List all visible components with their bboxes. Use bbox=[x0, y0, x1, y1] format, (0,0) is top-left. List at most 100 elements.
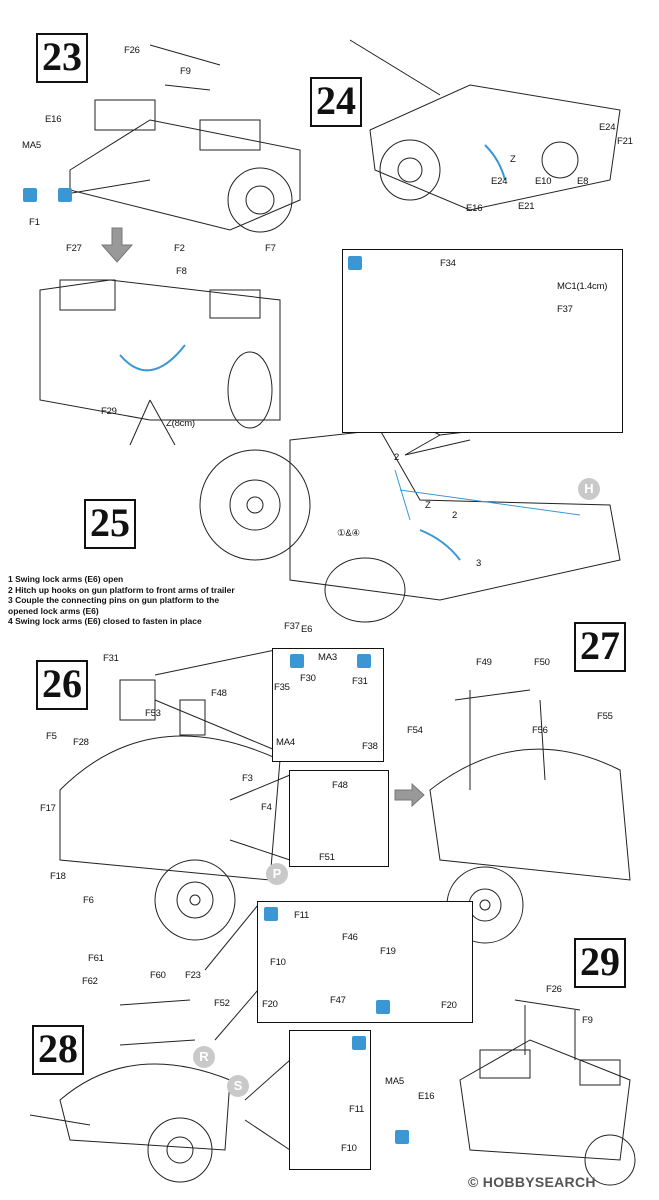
marker-h: H bbox=[578, 478, 600, 500]
part-label: F11 bbox=[294, 910, 310, 921]
marker-p: P bbox=[266, 863, 288, 885]
part-label: E16 bbox=[466, 203, 483, 214]
step-number-29: 29 bbox=[574, 938, 626, 988]
cut-icon bbox=[376, 1000, 390, 1014]
part-label: MA4 bbox=[276, 737, 295, 748]
step-number-27: 27 bbox=[574, 622, 626, 672]
part-label: F54 bbox=[407, 725, 423, 736]
part-label: 2 bbox=[394, 452, 400, 463]
marker-r: R bbox=[193, 1046, 215, 1068]
step-25-detail-box bbox=[342, 249, 623, 433]
step-number-26: 26 bbox=[36, 660, 88, 710]
step-number-28: 28 bbox=[32, 1025, 84, 1075]
instruction-line: 3 Couple the connecting pins on gun plat… bbox=[8, 595, 220, 605]
step-number-23: 23 bbox=[36, 33, 88, 83]
part-label: 2 bbox=[452, 510, 458, 521]
part-label: F5 bbox=[46, 731, 57, 742]
part-label: MC1(1.4cm) bbox=[557, 281, 608, 292]
part-label: F60 bbox=[150, 970, 166, 981]
part-label: F23 bbox=[185, 970, 201, 981]
part-label: F31 bbox=[352, 676, 368, 687]
part-label: F48 bbox=[332, 780, 348, 791]
part-label: F37 bbox=[557, 304, 573, 315]
part-label: F20 bbox=[441, 1000, 457, 1011]
part-label: F46 bbox=[342, 932, 358, 943]
part-label: F61 bbox=[88, 953, 104, 964]
glue-icon bbox=[264, 907, 278, 921]
part-label: Z(8cm) bbox=[166, 418, 195, 429]
part-label: F26 bbox=[546, 984, 562, 995]
part-label: E24 bbox=[599, 122, 616, 133]
part-label: F28 bbox=[73, 737, 89, 748]
part-label: E21 bbox=[518, 201, 535, 212]
part-label: F3 bbox=[242, 773, 253, 784]
part-label: F8 bbox=[176, 266, 187, 277]
part-label: F10 bbox=[341, 1143, 357, 1154]
part-label: F49 bbox=[476, 657, 492, 668]
part-label: Z bbox=[510, 154, 516, 165]
glue-icon bbox=[23, 188, 37, 202]
step-number-25: 25 bbox=[84, 499, 136, 549]
part-label: F62 bbox=[82, 976, 98, 987]
glue-icon bbox=[348, 256, 362, 270]
instruction-line: 2 Hitch up hooks on gun platform to fron… bbox=[8, 584, 235, 595]
part-label: F52 bbox=[214, 998, 230, 1009]
part-label: F6 bbox=[83, 895, 94, 906]
step-26-detail-box-mid bbox=[289, 770, 389, 867]
part-label: F29 bbox=[101, 406, 117, 417]
part-label: F10 bbox=[270, 957, 286, 968]
part-label: F35 bbox=[274, 682, 290, 693]
part-label: F4 bbox=[261, 802, 272, 813]
part-label: F53 bbox=[145, 708, 161, 719]
part-label: E8 bbox=[577, 176, 589, 187]
part-label: F48 bbox=[211, 688, 227, 699]
part-label: E6 bbox=[301, 624, 313, 635]
part-label: F30 bbox=[300, 673, 316, 684]
part-label: MA3 bbox=[318, 652, 337, 663]
glue-icon bbox=[357, 654, 371, 668]
part-label: E16 bbox=[418, 1091, 435, 1102]
part-label: E24 bbox=[491, 176, 508, 187]
part-label: F19 bbox=[380, 946, 396, 957]
step-28-detail-box bbox=[289, 1030, 371, 1170]
step-26-detail-box-bottom bbox=[257, 901, 473, 1023]
part-label: F50 bbox=[534, 657, 550, 668]
part-label: F26 bbox=[124, 45, 140, 56]
part-label: MA5 bbox=[22, 140, 41, 151]
part-label: F34 bbox=[440, 258, 456, 269]
glue-icon bbox=[290, 654, 304, 668]
glue-icon bbox=[395, 1130, 409, 1144]
marker-s: S bbox=[227, 1075, 249, 1097]
step-number-24: 24 bbox=[310, 77, 362, 127]
part-label: MA5 bbox=[385, 1076, 404, 1087]
part-label: Z bbox=[425, 500, 431, 511]
part-label: F1 bbox=[29, 217, 40, 228]
part-label: F18 bbox=[50, 871, 66, 882]
part-label: F51 bbox=[319, 852, 335, 863]
part-label: F31 bbox=[103, 653, 119, 664]
instruction-line: opened lock arms (E6) bbox=[8, 605, 99, 616]
watermark: © HOBBYSEARCH bbox=[468, 1174, 596, 1190]
instruction-line: 1 Swing lock arms (E6) open bbox=[8, 574, 124, 584]
glue-icon bbox=[58, 188, 72, 202]
part-label: F56 bbox=[532, 725, 548, 736]
instruction-line: 4 Swing lock arms (E6) closed to fasten … bbox=[8, 616, 202, 626]
part-label: F11 bbox=[349, 1104, 365, 1115]
part-label: F9 bbox=[582, 1015, 593, 1026]
part-label: F7 bbox=[265, 243, 276, 254]
part-label: ①&④ bbox=[337, 528, 360, 539]
part-label: F55 bbox=[597, 711, 613, 722]
part-label: F27 bbox=[66, 243, 82, 254]
part-label: F38 bbox=[362, 741, 378, 752]
glue-icon bbox=[352, 1036, 366, 1050]
part-label: F17 bbox=[40, 803, 56, 814]
part-label: F37 bbox=[284, 621, 300, 632]
part-label: E10 bbox=[535, 176, 552, 187]
step-25-instructions: 1 Swing lock arms (E6) open 2 Hitch up h… bbox=[8, 574, 235, 627]
part-label: E16 bbox=[45, 114, 62, 125]
part-label: F47 bbox=[330, 995, 346, 1006]
part-label: F9 bbox=[180, 66, 191, 77]
part-label: F20 bbox=[262, 999, 278, 1010]
